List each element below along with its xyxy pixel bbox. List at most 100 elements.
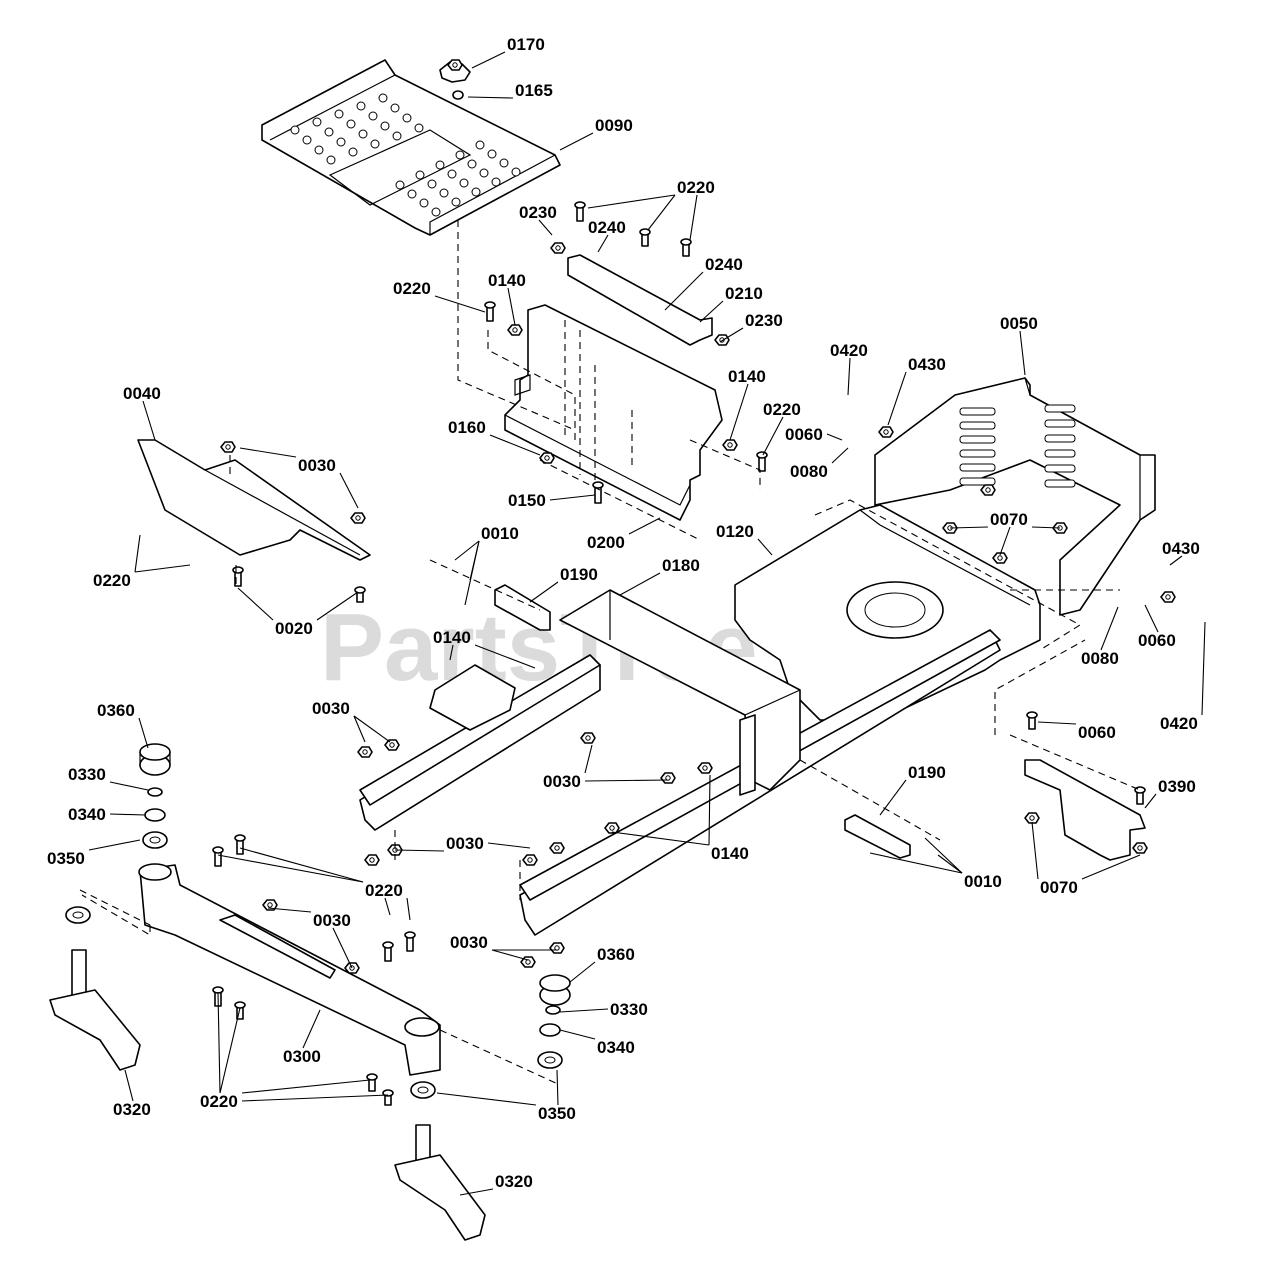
nut bbox=[697, 762, 713, 774]
nut bbox=[507, 324, 523, 336]
callout-0090: 0090 bbox=[595, 116, 633, 135]
leader-line bbox=[1019, 330, 1026, 376]
nut bbox=[722, 439, 738, 451]
callout-0150: 0150 bbox=[508, 491, 546, 510]
leader-line bbox=[937, 854, 963, 874]
callout-0040: 0040 bbox=[123, 384, 161, 403]
pan-hole bbox=[499, 158, 509, 168]
enclosure-slot bbox=[1044, 404, 1076, 413]
leader-line bbox=[406, 897, 411, 921]
nut bbox=[604, 822, 620, 834]
washer-0340-right bbox=[539, 1023, 561, 1037]
nut bbox=[980, 484, 996, 496]
callout-0350a: 0350 bbox=[47, 849, 85, 868]
pan-hole bbox=[390, 103, 400, 113]
leader-line bbox=[507, 287, 516, 326]
leader-line bbox=[239, 847, 364, 883]
callout-0140d: 0140 bbox=[711, 844, 749, 863]
leader-line bbox=[559, 1008, 609, 1013]
callout-labels: 0170016500900220023002400240021002300220… bbox=[47, 35, 1200, 1191]
leader-line bbox=[879, 779, 907, 816]
bolt bbox=[234, 1001, 246, 1020]
pan-hole bbox=[336, 137, 346, 147]
ring-0330-right bbox=[545, 1005, 561, 1015]
callout-0030c: 0030 bbox=[543, 772, 581, 791]
pan-hole bbox=[435, 160, 445, 170]
pan-hole bbox=[348, 147, 358, 157]
side-shield-0040 bbox=[137, 439, 371, 561]
assembly-line bbox=[689, 439, 761, 490]
leader-line bbox=[619, 572, 661, 596]
callout-0220e: 0220 bbox=[365, 881, 403, 900]
callout-0320a: 0320 bbox=[113, 1100, 151, 1119]
callout-0050: 0050 bbox=[1000, 314, 1038, 333]
leader-line bbox=[587, 194, 676, 209]
leader-line bbox=[464, 540, 480, 606]
callout-0430a: 0430 bbox=[908, 355, 946, 374]
bearing-0350-right-upper bbox=[537, 1051, 563, 1069]
pan-hole bbox=[314, 145, 324, 155]
bolt bbox=[234, 834, 246, 855]
bolt bbox=[574, 201, 586, 222]
pan-hole bbox=[290, 125, 300, 135]
leader-line bbox=[109, 781, 149, 791]
bolt bbox=[1026, 711, 1038, 730]
leader-line bbox=[597, 234, 609, 253]
callout-0030f: 0030 bbox=[450, 933, 488, 952]
callout-0220a: 0220 bbox=[677, 178, 715, 197]
callout-0350b: 0350 bbox=[538, 1104, 576, 1123]
callout-0360a: 0360 bbox=[97, 701, 135, 720]
callout-0330b: 0330 bbox=[610, 1000, 648, 1019]
leader-line bbox=[556, 1069, 559, 1106]
callout-0360b: 0360 bbox=[597, 945, 635, 964]
leader-line bbox=[217, 854, 364, 883]
pan-hole bbox=[392, 131, 402, 141]
bearing-0350-left-upper bbox=[142, 831, 168, 849]
assembly-line bbox=[79, 889, 151, 926]
leader-line bbox=[831, 447, 849, 464]
callout-0070b: 0070 bbox=[1040, 878, 1078, 897]
leader-line bbox=[887, 371, 907, 426]
leader-line bbox=[1100, 606, 1119, 651]
nut bbox=[522, 854, 538, 866]
bracket-strip-0210 bbox=[567, 254, 713, 346]
pan-hole bbox=[511, 167, 521, 177]
leader-line bbox=[699, 300, 724, 323]
pan-hole bbox=[439, 188, 449, 198]
leader-line bbox=[459, 1188, 494, 1196]
callout-0390: 0390 bbox=[1158, 777, 1196, 796]
bolt bbox=[382, 1089, 394, 1106]
nut bbox=[1160, 591, 1176, 603]
leader-line bbox=[436, 1092, 537, 1106]
pan-hole bbox=[370, 139, 380, 149]
pan-hole bbox=[414, 123, 424, 133]
leader-line bbox=[924, 837, 963, 874]
leader-line bbox=[134, 534, 141, 573]
callout-0190b: 0190 bbox=[908, 763, 946, 782]
leader-line bbox=[1031, 821, 1039, 880]
pan-hole bbox=[415, 170, 425, 180]
leader-line bbox=[109, 813, 146, 816]
nut bbox=[580, 732, 596, 744]
leader-line bbox=[434, 295, 486, 313]
leader-line bbox=[353, 715, 391, 743]
leader-line bbox=[241, 1094, 389, 1102]
washer-0165 bbox=[452, 90, 464, 100]
nut bbox=[878, 426, 894, 438]
front-axle-0300 bbox=[138, 863, 441, 1076]
leader-line bbox=[237, 587, 274, 621]
cross-member-0180 bbox=[559, 589, 801, 796]
leader-line bbox=[708, 774, 711, 846]
leader-line bbox=[762, 416, 784, 456]
enclosure-slot bbox=[1044, 479, 1076, 488]
leader-line bbox=[584, 744, 593, 774]
pan-hole bbox=[356, 101, 366, 111]
assembly-line bbox=[814, 499, 1082, 651]
callout-0165: 0165 bbox=[515, 81, 553, 100]
assembly-line bbox=[429, 559, 541, 611]
leader-line bbox=[1201, 621, 1206, 716]
bar-0190-lower bbox=[844, 814, 911, 859]
callout-0140b: 0140 bbox=[728, 367, 766, 386]
pan-hole bbox=[334, 109, 344, 119]
